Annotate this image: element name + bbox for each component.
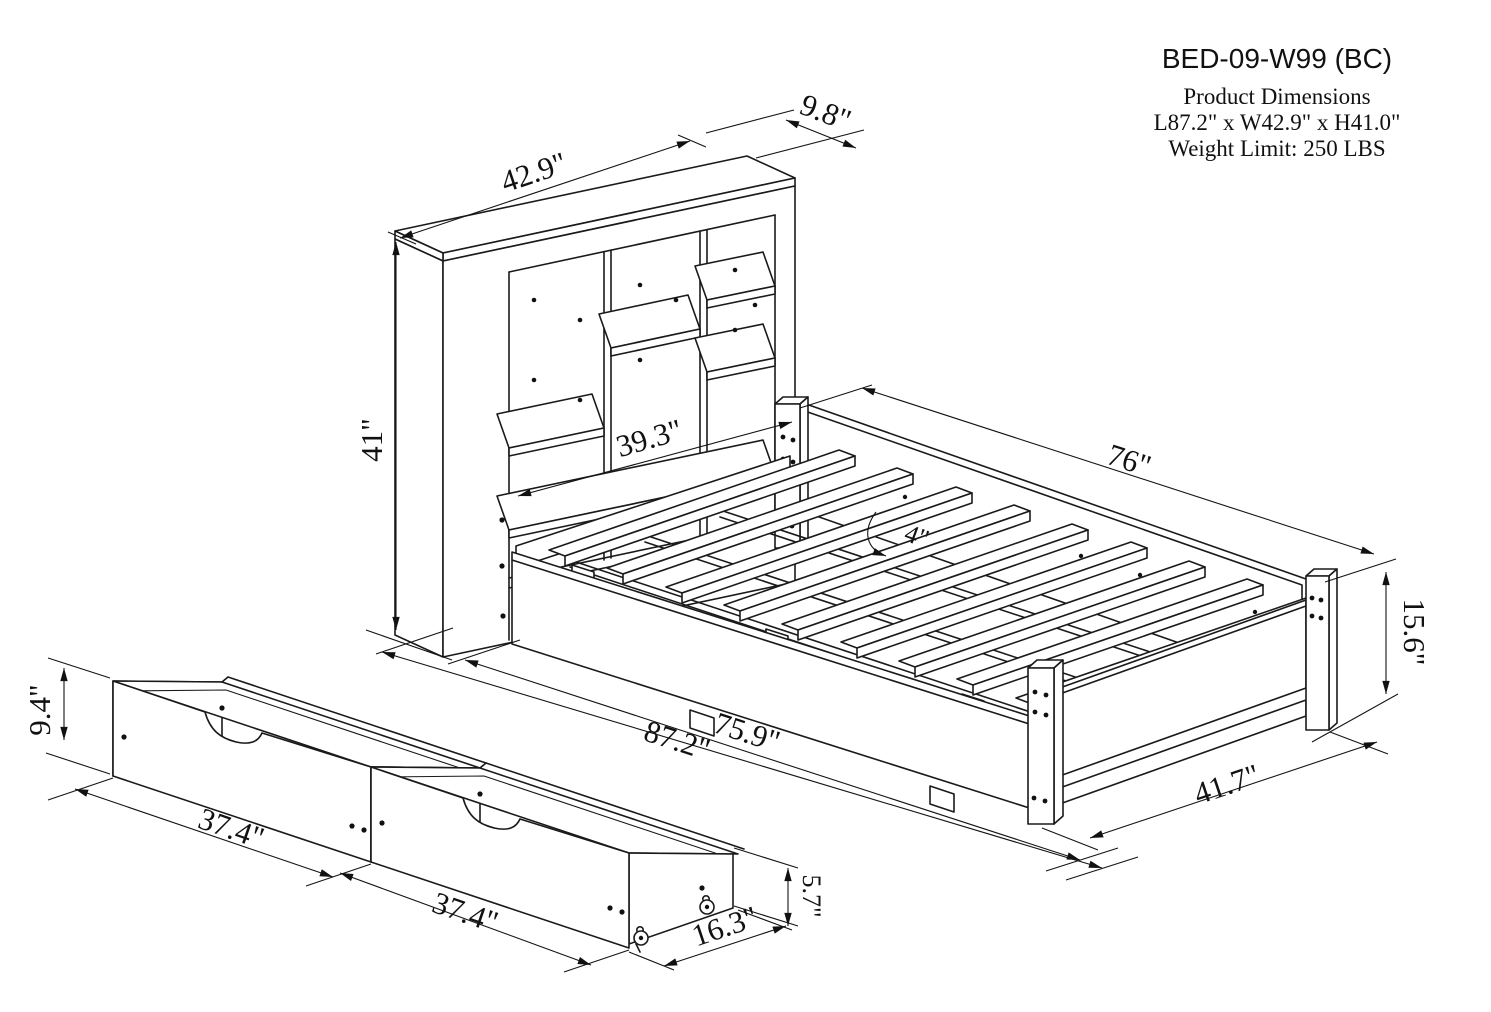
headboard-left-panel [394, 238, 444, 658]
dim-label-drawer-side-height: 5.7" [797, 874, 826, 917]
title-heading: Product Dimensions [1183, 84, 1370, 109]
dim-label-drawer-front-height: 9.4" [22, 684, 57, 735]
dim-label-headboard-depth: 9.8" [795, 87, 856, 138]
dim-label-bed-length: 76" [1103, 437, 1155, 484]
drawer-casters [633, 894, 715, 953]
foot-post-far [1305, 568, 1338, 731]
dim-footboard-height: 15.6" [1311, 572, 1432, 743]
dim-drawer-side-height: 5.7" [733, 847, 826, 927]
dim-headboard-depth: 9.8" [705, 87, 865, 159]
dim-drawer-front-height: 9.4" [22, 657, 111, 775]
dim-label-headboard-height: 41" [354, 418, 389, 462]
title-weight-line: Weight Limit: 250 LBS [1168, 136, 1385, 161]
title-size-line: L87.2" x W42.9" x H41.0" [1154, 110, 1401, 135]
dim-label-footboard-height: 15.6" [1397, 599, 1432, 666]
dim-label-headboard-width: 42.9" [496, 145, 571, 199]
title-block: BED-09-W99 (BC) Product Dimensions L87.2… [1154, 43, 1401, 161]
dim-headboard-height: 41" [354, 242, 453, 661]
headboard-pin-holes [499, 267, 758, 619]
product-model: BED-09-W99 (BC) [1162, 43, 1392, 74]
foot-post-near [1027, 659, 1064, 825]
dim-label-footboard-width: 41.7" [1189, 757, 1264, 811]
